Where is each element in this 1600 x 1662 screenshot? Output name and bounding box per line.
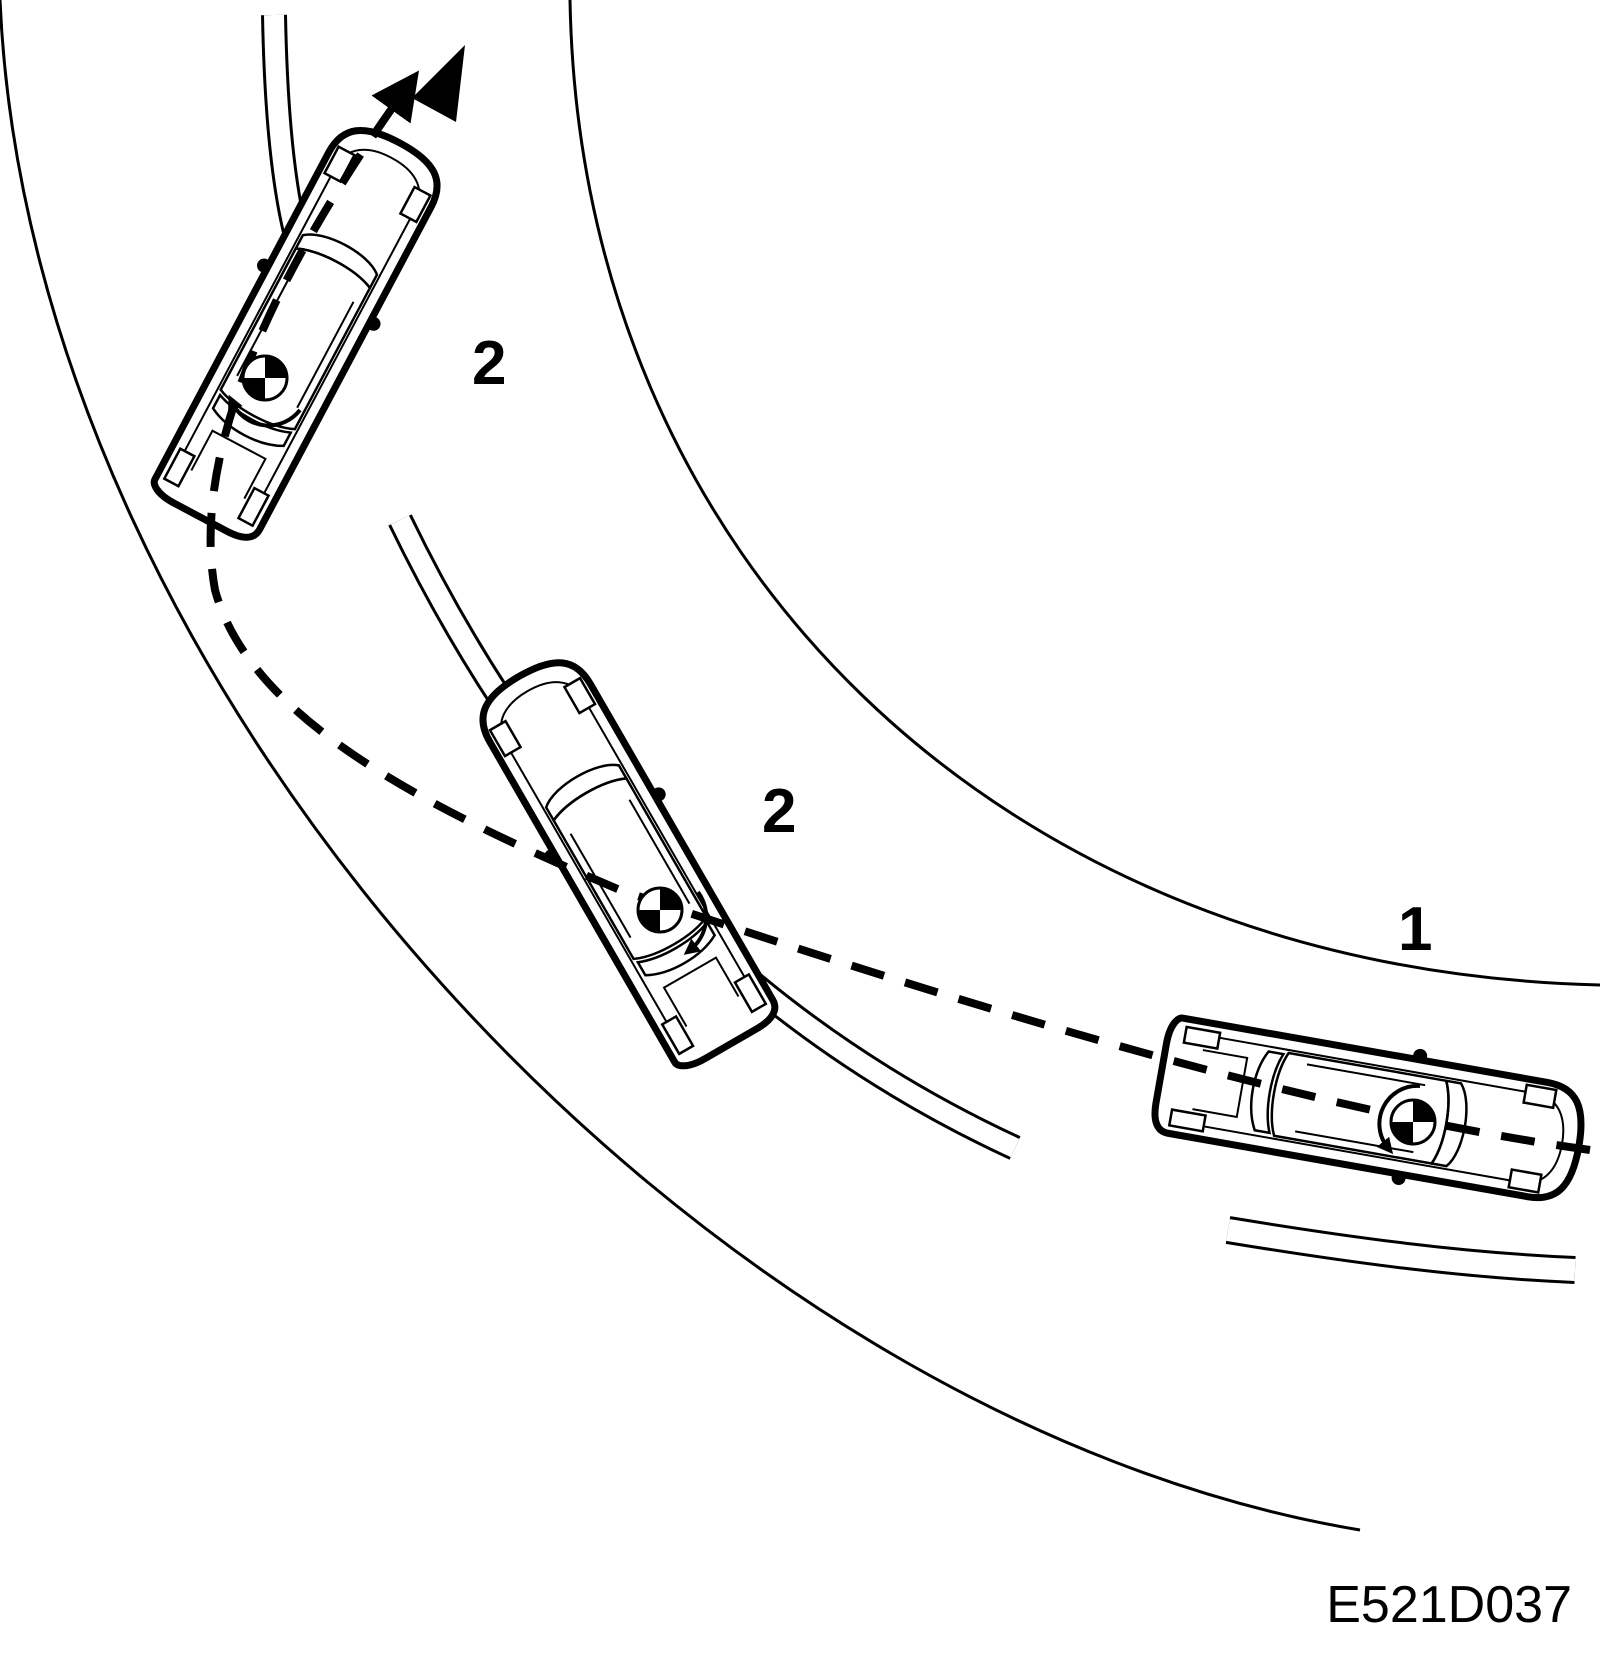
yaw-rotation-arrow-icon xyxy=(228,394,302,428)
road-outer-edge xyxy=(0,0,1361,1532)
car-position-2-upper xyxy=(140,110,461,549)
yaw-rotation-arrow-icon xyxy=(1376,1083,1421,1155)
center-of-gravity-icon xyxy=(241,354,289,402)
car-position-1 xyxy=(1149,1005,1591,1215)
road-inner-edge xyxy=(568,0,1600,987)
label-position-2-middle: 2 xyxy=(762,777,796,846)
center-of-gravity-icon xyxy=(636,886,684,934)
lane-marking-lower xyxy=(1225,1216,1576,1284)
figure-code: E521D037 xyxy=(1326,1576,1572,1634)
vehicle-path-dashed xyxy=(206,70,1591,1154)
direction-arrow-icon xyxy=(412,45,465,122)
label-position-1: 1 xyxy=(1398,895,1432,964)
label-position-2-upper: 2 xyxy=(472,329,506,398)
yaw-rotation-arrow-icon xyxy=(683,890,709,955)
car-position-2-middle xyxy=(459,642,791,1078)
center-of-gravity-icon xyxy=(1389,1098,1437,1146)
